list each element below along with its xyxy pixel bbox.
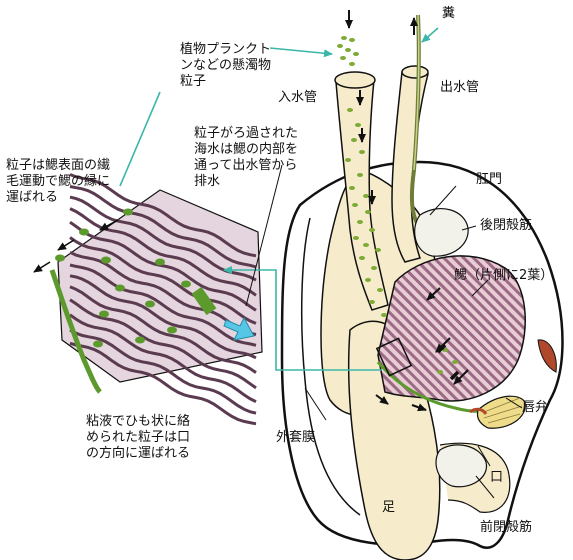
label-filtered: 粒子がろ過された海水は鰓の内部を通って出水管から排水 [194,126,300,190]
label-mouth: 口 [490,470,503,486]
label-palp: 唇弁 [522,400,548,416]
label-ciliary: 粒子は鰓表面の繊毛運動で鰓の縁に運ばれる [6,158,110,206]
label-feces: 糞 [442,6,455,22]
pointer-plankton [270,48,332,54]
pointer-ciliary [120,92,160,186]
pointer-feces [422,28,438,42]
label-gill: 鰓（片側に2葉） [454,268,553,284]
label-inhalant: 入水管 [278,90,317,106]
label-mantle: 外套膜 [276,430,315,446]
label-foot: 足 [382,500,395,516]
label-mucus: 粘液でひも状に絡められた粒子は口の方向に運ばれる [86,414,192,462]
label-anus: 肛門 [476,172,502,188]
label-posterior-muscle: 後閉殻筋 [480,218,532,234]
label-exhalant: 出水管 [440,80,479,96]
anterior-adductor-muscle [436,445,487,487]
inhalant-opening [335,72,375,88]
label-plankton: 植物プランクトンなどの懸濁物粒子 [180,42,272,90]
gill-closeup [34,175,262,424]
exhalant-opening [402,66,428,78]
label-anterior-muscle: 前閉殻筋 [480,520,532,536]
